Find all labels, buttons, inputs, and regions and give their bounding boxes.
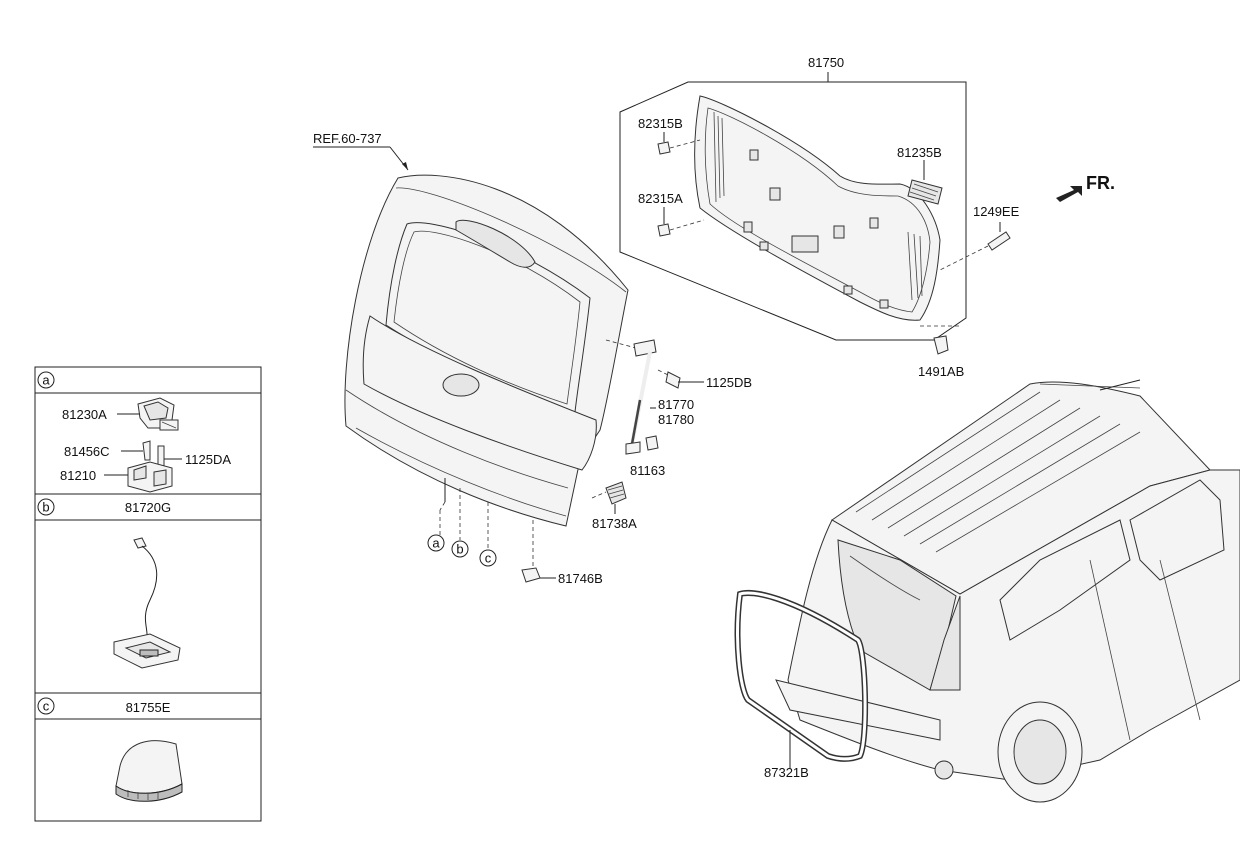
label-clip-ab: 1491AB (918, 364, 964, 379)
label-latch: 81230A (62, 407, 107, 422)
legend-a-leaders (104, 413, 182, 476)
ref-leader (313, 146, 409, 171)
label-clip-a: 82315A (638, 191, 683, 206)
clip-82315a (657, 207, 705, 237)
stopper-81738a (591, 481, 627, 514)
trim-panel-bracket (619, 72, 967, 341)
label-bumper: 81746B (558, 571, 603, 586)
bumper-part (521, 567, 556, 583)
label-bracket: 81163 (630, 463, 665, 478)
front-arrow-icon (1056, 186, 1082, 202)
clip-82315b (657, 132, 701, 155)
vehicle-illustration (775, 379, 1240, 803)
label-clip-b: 82315B (638, 116, 683, 131)
gas-lifter (605, 339, 657, 455)
nut-81163 (645, 435, 659, 451)
switch-harness-illustration (113, 537, 181, 669)
label-lamp: 81755E (126, 700, 171, 715)
label-lifter-81780: 81780 (658, 412, 694, 427)
label-ref: REF.60-737 (313, 131, 382, 146)
legend-letter-b: b (42, 500, 49, 515)
label-weatherstrip: 87321B (764, 765, 809, 780)
latch-assembly-illustration (127, 397, 179, 493)
trim-panel (694, 95, 941, 321)
label-trim-panel: 81750 (808, 55, 844, 70)
legend-letter-c: c (43, 699, 50, 714)
label-switch: 81720G (125, 500, 171, 515)
bolt-1125db (657, 369, 704, 389)
label-striker: 81210 (60, 468, 96, 483)
callout-a: a (427, 534, 445, 552)
callout-leaders (439, 478, 534, 570)
legend-box (34, 366, 262, 822)
legend-section-c: c (37, 697, 55, 715)
clip-1491ab (920, 325, 960, 355)
callout-letter-a: a (432, 536, 440, 551)
callout-letter-c: c (485, 551, 492, 566)
label-screw: 81456C (64, 444, 110, 459)
label-handle-grip: 81235B (897, 145, 942, 160)
handle-grip (907, 160, 943, 205)
label-bolt-1249ee: 1249EE (973, 204, 1020, 219)
label-front: FR. (1086, 173, 1115, 193)
callout-c: c (479, 549, 497, 567)
weatherstrip (734, 589, 869, 768)
tailgate-panel (344, 174, 629, 527)
label-bolt-1125db: 1125DB (706, 375, 752, 390)
legend-section-a: a (37, 371, 55, 389)
label-stopper: 81738A (592, 516, 637, 531)
callout-b: b (451, 540, 469, 558)
legend-letter-a: a (42, 373, 50, 388)
callout-letter-b: b (456, 542, 463, 557)
lamp-illustration (115, 740, 183, 802)
label-lifter-81770: 81770 (658, 397, 694, 412)
legend-section-b: b (37, 498, 55, 516)
bolt-1249ee (939, 222, 1011, 271)
label-bolt-da: 1125DA (185, 452, 231, 467)
